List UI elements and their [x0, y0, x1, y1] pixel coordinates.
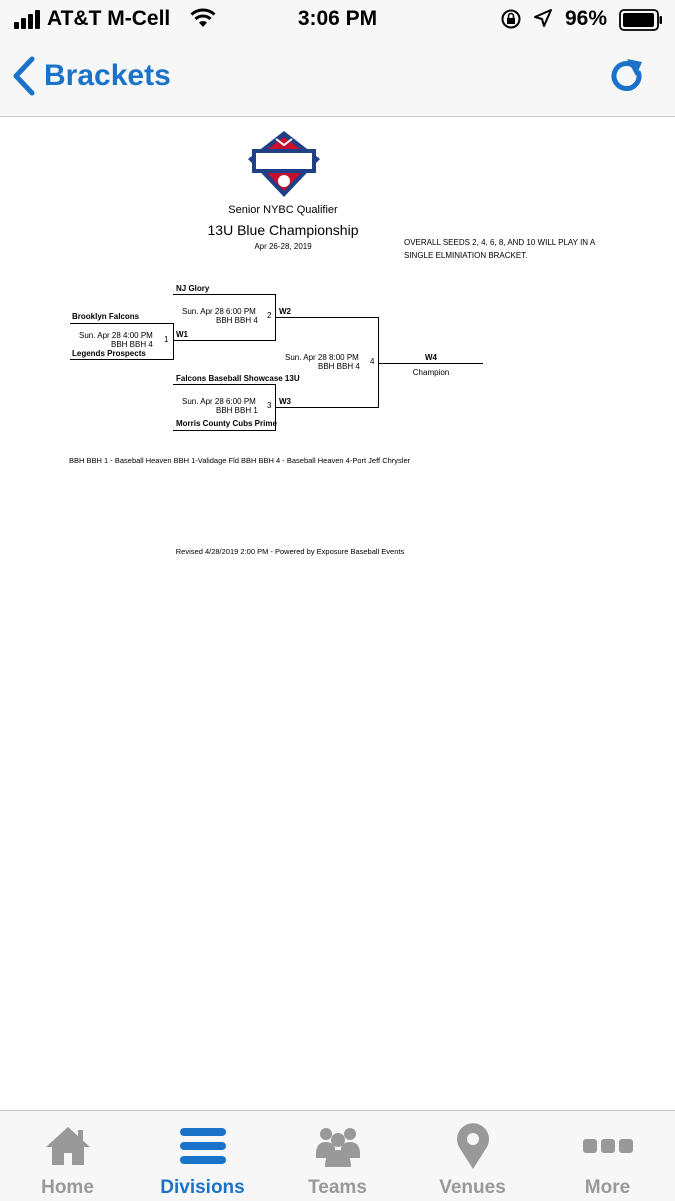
champion-label: Champion — [412, 368, 450, 377]
tab-home-label: Home — [41, 1177, 94, 1198]
game1-field: BBH BBH 4 — [111, 340, 153, 349]
rotation-lock-icon — [501, 9, 521, 29]
cellular-signal-icon — [14, 10, 40, 29]
game1-bottom-team[interactable]: Legends Prospects — [72, 349, 146, 358]
game1-top-line — [70, 323, 174, 324]
navigation-bar: Brackets — [0, 40, 675, 117]
game2-top-team[interactable]: NJ Glory — [176, 284, 210, 293]
game3-number: 3 — [267, 401, 272, 410]
back-button-label: Brackets — [44, 59, 171, 92]
final-winner-slot: W4 — [425, 353, 437, 362]
battery-percent: 96% — [565, 7, 608, 30]
game3-time: Sun. Apr 28 6:00 PM — [182, 397, 256, 406]
game3-field: BBH BBH 1 — [216, 406, 258, 415]
tab-more-label: More — [584, 1177, 631, 1198]
back-button[interactable]: Brackets — [12, 53, 171, 99]
game1-time: Sun. Apr 28 4:00 PM — [79, 331, 153, 340]
game4-field: BBH BBH 4 — [318, 362, 360, 371]
bracket-note-line-1: OVERALL SEEDS 2, 4, 6, 8, AND 10 WILL PL… — [404, 238, 596, 247]
event-name: Senior NYBC Qualifier — [228, 204, 338, 216]
location-arrow-icon — [534, 9, 552, 27]
game3-bottom-team[interactable]: Morris County Cubs Prime — [176, 419, 277, 428]
bracket-note-line-2: SINGLE ELMINIATION BRACKET. — [404, 251, 528, 260]
game4-number: 4 — [370, 357, 375, 366]
tab-teams[interactable]: Teams — [270, 1111, 405, 1201]
chevron-left-icon — [13, 56, 35, 96]
tab-venues[interactable]: Venues — [405, 1111, 540, 1201]
game3-bottom-line — [173, 430, 276, 431]
game2-bottom-line — [173, 340, 276, 341]
game4-time: Sun. Apr 28 8:00 PM — [285, 353, 359, 362]
tab-divisions[interactable]: Divisions — [135, 1111, 270, 1201]
refresh-icon[interactable] — [608, 56, 648, 100]
game1-connector — [173, 323, 174, 360]
division-title: 13U Blue Championship — [207, 222, 359, 238]
final-winner-line — [378, 363, 483, 364]
wifi-icon — [190, 8, 216, 27]
game4-top-slot: W2 — [279, 307, 291, 316]
revised-footer: Revised 4/28/2019 2:00 PM - Powered by E… — [175, 547, 405, 556]
national-youth-baseball-logo — [248, 131, 320, 197]
game2-field: BBH BBH 4 — [216, 316, 258, 325]
game3-top-line — [173, 384, 276, 385]
game3-top-team[interactable]: Falcons Baseball Showcase 13U — [176, 374, 300, 383]
game4-bottom-line — [275, 407, 379, 408]
game1-number: 1 — [164, 335, 169, 344]
game1-top-team[interactable]: Brooklyn Falcons — [72, 312, 140, 321]
tab-more[interactable]: More — [540, 1111, 675, 1201]
game2-winner-slot: W1 — [176, 330, 188, 339]
field-legend: BBH BBH 1 - Baseball Heaven BBH 1-Valida… — [69, 456, 411, 465]
game4-bottom-slot: W3 — [279, 397, 291, 406]
event-dates: Apr 26-28, 2019 — [254, 242, 312, 251]
tab-divisions-label: Divisions — [160, 1177, 245, 1198]
battery-icon — [619, 9, 662, 31]
game4-top-line — [275, 317, 379, 318]
tab-teams-label: Teams — [308, 1177, 367, 1198]
status-bar: AT&T M-Cell 3:06 PM 96% — [0, 0, 675, 40]
venues-icon — [456, 1123, 489, 1169]
tab-venues-label: Venues — [439, 1177, 506, 1198]
game2-time: Sun. Apr 28 6:00 PM — [182, 307, 256, 316]
game2-top-line — [173, 294, 276, 295]
carrier-name: AT&T M-Cell — [47, 7, 171, 30]
teams-icon — [315, 1128, 360, 1167]
divisions-icon — [179, 1128, 226, 1164]
bracket-document: Senior NYBC Qualifier 13U Blue Champions… — [0, 117, 675, 1107]
tab-home[interactable]: Home — [0, 1111, 135, 1201]
game2-number: 2 — [267, 311, 272, 320]
home-icon — [45, 1127, 90, 1165]
game1-bottom-line — [70, 359, 174, 360]
tab-bar: Home Divisions Teams — [0, 1110, 675, 1201]
game4-connector — [378, 317, 379, 408]
more-icon — [582, 1139, 633, 1153]
